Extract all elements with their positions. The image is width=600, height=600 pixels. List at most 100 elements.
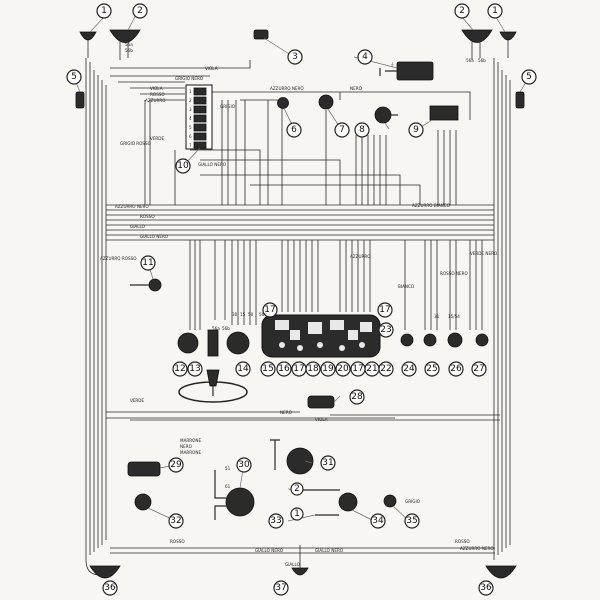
callout-20: 20 <box>335 361 351 377</box>
starter-motor <box>214 470 255 520</box>
horn-right <box>499 31 517 58</box>
svg-text:17: 17 <box>293 364 304 374</box>
svg-text:17: 17 <box>264 305 275 315</box>
terminal-51: 51 <box>225 466 231 472</box>
callout-2-right: 2 <box>454 3 470 19</box>
terminal-56b-left: 56b <box>125 48 133 54</box>
rear-lamp-left <box>89 565 121 579</box>
terminal-56a-left: 56a <box>125 42 133 48</box>
fuse-number-5: 5 <box>189 125 192 131</box>
wire-label-grigio-nero: GRIGIO NERO <box>175 76 204 82</box>
svg-text:31: 31 <box>322 458 333 468</box>
wire-label-rosso-2: ROSSO <box>140 214 155 220</box>
switch-11 <box>148 278 162 292</box>
rear-lamp-right <box>485 565 517 579</box>
svg-text:25: 25 <box>426 364 437 374</box>
callout-19: 19 <box>320 361 336 377</box>
svg-text:18: 18 <box>307 364 319 374</box>
svg-text:17: 17 <box>379 305 390 315</box>
wire-label-verde-nero: VERDE NERO <box>470 251 498 257</box>
terminal-50-panel: 50 <box>248 312 254 318</box>
headlamp-right <box>461 29 493 60</box>
switch-6 <box>277 97 289 109</box>
wire-label-giallo-nero-4: GIALLO NERO <box>198 162 227 168</box>
svg-text:29: 29 <box>170 460 182 470</box>
callout-26: 26 <box>448 361 464 377</box>
callout-32: 32 <box>168 513 184 529</box>
terminal-labels: 56a 56b 56a 56b 56a 56b 30 15 50 51 61 3… <box>125 42 486 490</box>
fuse-number-3: 3 <box>189 107 192 113</box>
svg-text:20: 20 <box>337 364 349 374</box>
battery: ⏚ <box>379 61 434 81</box>
svg-text:2: 2 <box>459 6 465 16</box>
switch-7 <box>318 94 334 110</box>
side-light-left <box>75 91 85 109</box>
callout-5-right: 5 <box>521 69 537 85</box>
callout-15: 15 <box>260 361 276 377</box>
side-light-right <box>515 91 525 109</box>
connector-3 <box>253 29 269 40</box>
wire-label-viola: VIOLA <box>205 66 218 72</box>
svg-text:12: 12 <box>174 364 185 374</box>
callout-16: 16 <box>276 361 292 377</box>
wire-label-grigio-rosso: GRIGIO ROSSO <box>120 141 152 147</box>
callout-3: 3 <box>287 49 303 65</box>
wire-label-grigio-2: GRIGIO <box>405 499 421 505</box>
svg-text:27: 27 <box>473 364 484 374</box>
coil-29 <box>127 461 161 477</box>
callout-18: 18 <box>305 361 321 377</box>
callout-4: 4 <box>357 49 373 65</box>
svg-text:6: 6 <box>291 125 297 135</box>
svg-text:2: 2 <box>137 6 143 16</box>
wire-labels: VIOLA GRIGIO NERO VIOLA ROSSO AZZURRO AZ… <box>100 66 498 568</box>
svg-text:23: 23 <box>380 325 391 335</box>
callout-9: 9 <box>408 122 424 138</box>
plate-light <box>291 567 309 576</box>
wire-label-nero-3: NERO <box>280 410 293 416</box>
wire-label-azzurro-nero: AZZURRO NERO <box>270 86 304 92</box>
callout-23: 23 <box>378 322 394 338</box>
wire-label-azzurro-nero-2: AZZURRO NERO <box>115 204 149 210</box>
callout-29: 29 <box>168 457 184 473</box>
svg-text:28: 28 <box>351 392 363 402</box>
wire-label-azzurro-2: AZZURRO <box>350 254 371 260</box>
svg-text:37: 37 <box>275 583 286 593</box>
steering-wheel <box>178 369 248 403</box>
callout-17-bottom-2: 17 <box>350 361 366 377</box>
callout-35: 35 <box>404 513 420 529</box>
callout-36-left: 36 <box>102 580 118 596</box>
svg-text:32: 32 <box>170 516 181 526</box>
callouts: 1 2 2 1 3 4 5 5 6 7 8 9 10 11 17 17 23 1… <box>66 3 537 596</box>
callout-11: 11 <box>140 255 156 271</box>
regulator-9 <box>429 105 459 121</box>
callout-37: 37 <box>273 580 289 596</box>
terminal-56b-panel: 56b <box>222 326 230 332</box>
svg-text:7: 7 <box>339 125 345 135</box>
wire-label-azzurro-rosso: AZZURRO ROSSO <box>100 256 137 262</box>
svg-text:⏚: ⏚ <box>390 61 395 68</box>
terminal-30-panel: 30 <box>232 312 238 318</box>
terminal-61: 61 <box>225 484 231 490</box>
wire-label-giallo-nero-3: GIALLO NERO <box>315 548 344 554</box>
wire-label-verde-2: VERDE <box>130 398 144 404</box>
instrument-cluster <box>261 314 381 358</box>
generator <box>270 439 314 475</box>
wire-label-giallo-nero-2: GIALLO NERO <box>255 548 284 554</box>
wire-label-verde: VERDE <box>150 136 164 142</box>
relay-8 <box>374 106 392 124</box>
svg-text:1: 1 <box>101 6 107 16</box>
svg-text:19: 19 <box>322 364 334 374</box>
callout-8: 8 <box>354 122 370 138</box>
svg-text:9: 9 <box>413 125 419 135</box>
wire-label-marrone-2: MARRONE <box>180 450 201 456</box>
callout-33: 33 <box>268 513 284 529</box>
wire-label-giallo: GIALLO <box>130 224 146 230</box>
callout-6: 6 <box>286 122 302 138</box>
wire-label-nero-2: NERO <box>180 444 193 450</box>
callout-25: 25 <box>424 361 440 377</box>
callout-24: 24 <box>401 361 417 377</box>
callout-5-left: 5 <box>66 69 82 85</box>
wire-label-giallo-nero: GIALLO NERO <box>140 234 169 240</box>
wire-label-grigio: GRIGIO <box>220 104 236 110</box>
